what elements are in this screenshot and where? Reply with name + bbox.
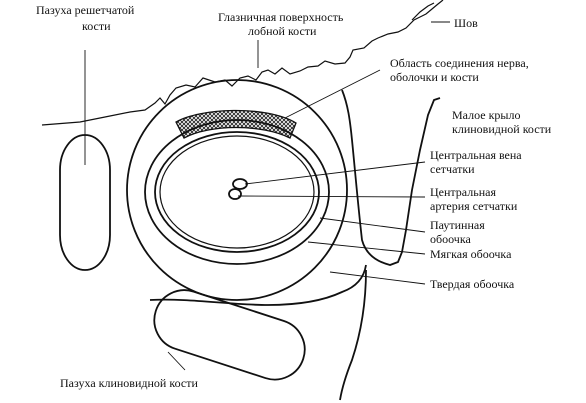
central-artery-vessel (228, 188, 242, 200)
pia-mater (154, 131, 320, 253)
arachnoid-mater (144, 119, 330, 265)
leader-junction (284, 69, 381, 119)
leader-sphenoid-sinus (167, 351, 186, 371)
bone-vertical-boundary (339, 269, 367, 401)
leader-arachnoid (319, 217, 426, 233)
leader-central-artery (237, 195, 426, 198)
label-sphenoid-sinus: Пазуха клиновидной кости (60, 376, 198, 390)
label-arachnoid: Паутинная обоочка (430, 218, 488, 246)
bone-lower-boundary (149, 264, 367, 306)
leader-dura (329, 271, 426, 285)
label-junction-area: Область соединения нерва, оболочки и кос… (390, 56, 532, 84)
leader-central-vein (244, 161, 426, 185)
label-suture: Шов (454, 16, 478, 30)
label-orbital-surface: Глазничная поверхность лобной кости (218, 10, 346, 38)
central-vein-vessel (232, 178, 248, 190)
sphenoid-sinus (153, 289, 306, 381)
label-lesser-wing: Малое крыло клиновидной кости (452, 108, 552, 136)
leader-pia (307, 241, 426, 255)
label-central-artery: Центральная артерия сетчатки (430, 185, 518, 213)
dura-mater (126, 79, 348, 301)
lesser-wing-outline (341, 89, 441, 266)
pia-mater-inner (159, 135, 315, 249)
junction-hatched-area (175, 109, 297, 139)
label-ethmoid-sinus: Пазуха решетчатой кости (36, 3, 137, 33)
label-dura: Твердая обоочка (430, 277, 515, 291)
suture-line (411, 2, 435, 21)
label-central-vein: Центральная вена сетчатки (430, 148, 525, 176)
frontal-bone-orbital-surface (41, 0, 444, 126)
label-pia: Мягкая обоочка (430, 247, 512, 261)
